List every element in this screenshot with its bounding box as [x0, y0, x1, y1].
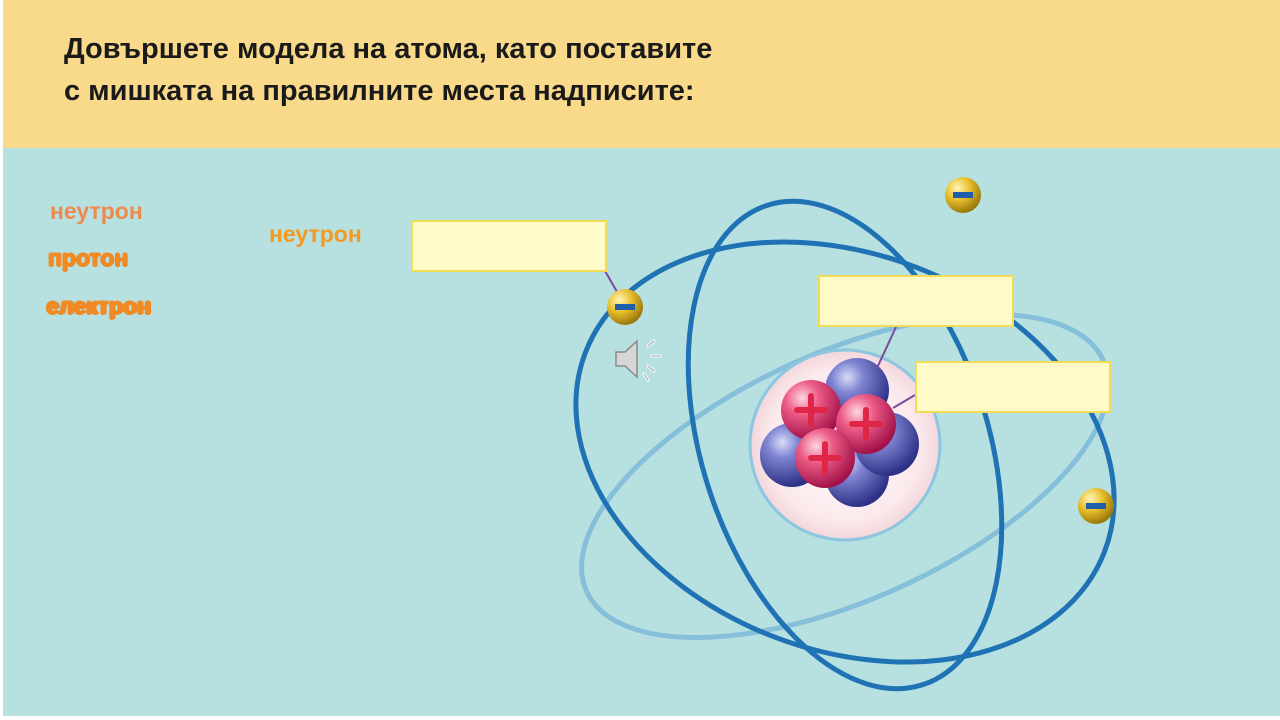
instruction-title: Довършете модела на атома, като поставит… — [64, 28, 712, 112]
draggable-word-electron[interactable]: електрон — [46, 293, 151, 319]
electron-minus — [1078, 488, 1114, 524]
nucleus — [760, 358, 919, 507]
header-banner: Довършете модела на атома, като поставит… — [3, 0, 1280, 148]
draggable-word-proton[interactable]: протон — [48, 245, 129, 271]
proton-plus — [781, 380, 841, 440]
leader-line — [876, 326, 897, 369]
orbit-ring — [573, 239, 1117, 665]
drop-target-electron[interactable] — [411, 220, 607, 272]
drop-target-proton[interactable] — [915, 361, 1111, 413]
speaker-icon[interactable] — [615, 339, 662, 382]
title-line-1: Довършете модела на атома, като поставит… — [64, 33, 713, 65]
dragged-word-neutron[interactable]: неутрон — [269, 221, 362, 247]
slide: Довършете модела на атома, като поставит… — [3, 0, 1280, 716]
draggable-word-neutron[interactable]: неутрон — [50, 198, 143, 224]
atom-diagram — [573, 177, 1117, 692]
proton-plus — [795, 428, 855, 488]
proton-plus — [836, 394, 896, 454]
electron-minus — [945, 177, 981, 213]
leader-line — [892, 394, 916, 409]
title-line-2: с мишката на правилните места надписите: — [64, 75, 695, 107]
drop-target-neutron[interactable] — [818, 275, 1014, 327]
electron-minus — [607, 289, 643, 325]
orbit-ring — [579, 312, 1111, 640]
